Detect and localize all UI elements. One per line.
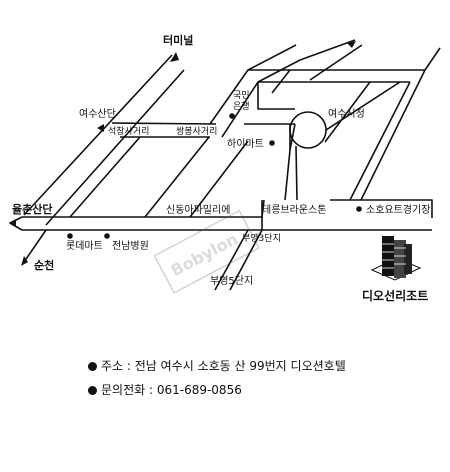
phone-text: 문의전화 : 061-689-0856 <box>101 383 242 397</box>
address-text: 주소 : 전남 여수시 소호동 산 99번지 디오션호텔 <box>101 359 346 373</box>
label-sindong-apt: 신동아파밀리에 <box>166 204 230 216</box>
label-tereung: 테릉브라운스톤 <box>262 204 326 216</box>
arrow-terminal-icon <box>170 52 179 62</box>
road-terminal <box>23 54 185 226</box>
label-terminal: 터미널 <box>163 33 193 47</box>
label-gukmin-bank-line: 국민 <box>233 90 250 101</box>
roundabout <box>289 111 327 149</box>
label-jeonnam-hosp: 전남병원 <box>112 240 149 252</box>
arrow-seokchang-icon <box>97 124 104 132</box>
dot-himart <box>269 140 275 146</box>
arrowheads <box>10 41 356 266</box>
label-himart: 하이마트 <box>227 137 264 150</box>
label-dio-resort: 디오선리조트 <box>362 288 428 303</box>
arrow-cityhall-icon <box>347 41 356 48</box>
road-upper-horizontal <box>111 122 217 138</box>
road-top-box <box>248 69 425 83</box>
road-cityhall <box>299 39 363 81</box>
road-middle-diagonal <box>69 136 249 218</box>
label-yeosu-sandan: 여수산단 <box>79 108 116 120</box>
road-buyeong <box>214 200 263 291</box>
dot-gukmin <box>229 113 235 119</box>
resort-building-icon <box>370 236 422 281</box>
phone-bullet-icon <box>88 385 97 395</box>
label-seokchang: 석창사거리 <box>108 126 149 137</box>
label-ssangbong: 쌍봉사거리 <box>176 126 217 137</box>
label-suncheon: 순천 <box>34 258 54 272</box>
arrow-yulchon-icon <box>10 219 16 227</box>
dot-soho <box>356 206 362 212</box>
label-lotte-mart: 롯데마트 <box>66 240 103 252</box>
label-soho-yacht: 소호요트경기장 <box>366 203 430 216</box>
label-yeosu-cityhall: 여수시청 <box>328 108 365 120</box>
label-buyeong3: 부영3단지 <box>242 233 281 244</box>
arrow-suncheon-icon <box>21 256 28 266</box>
dot-lotte <box>67 233 73 239</box>
road-suncheon <box>23 229 47 263</box>
label-yulchon: 율촌산단 <box>12 202 52 216</box>
poi-dots <box>67 113 362 239</box>
svg-text:Bobylon: Bobylon <box>168 229 241 280</box>
label-gukmin-bank-line: 은행 <box>233 100 250 112</box>
address-line: 주소 : 전남 여수시 소호동 산 99번지 디오션호텔 <box>88 358 346 374</box>
phone-line: 문의전화 : 061-689-0856 <box>88 382 242 398</box>
dot-jeonnam <box>104 233 110 239</box>
roads <box>9 39 441 291</box>
address-bullet-icon <box>88 361 97 371</box>
label-buyeong5: 부영5단지 <box>210 275 253 287</box>
